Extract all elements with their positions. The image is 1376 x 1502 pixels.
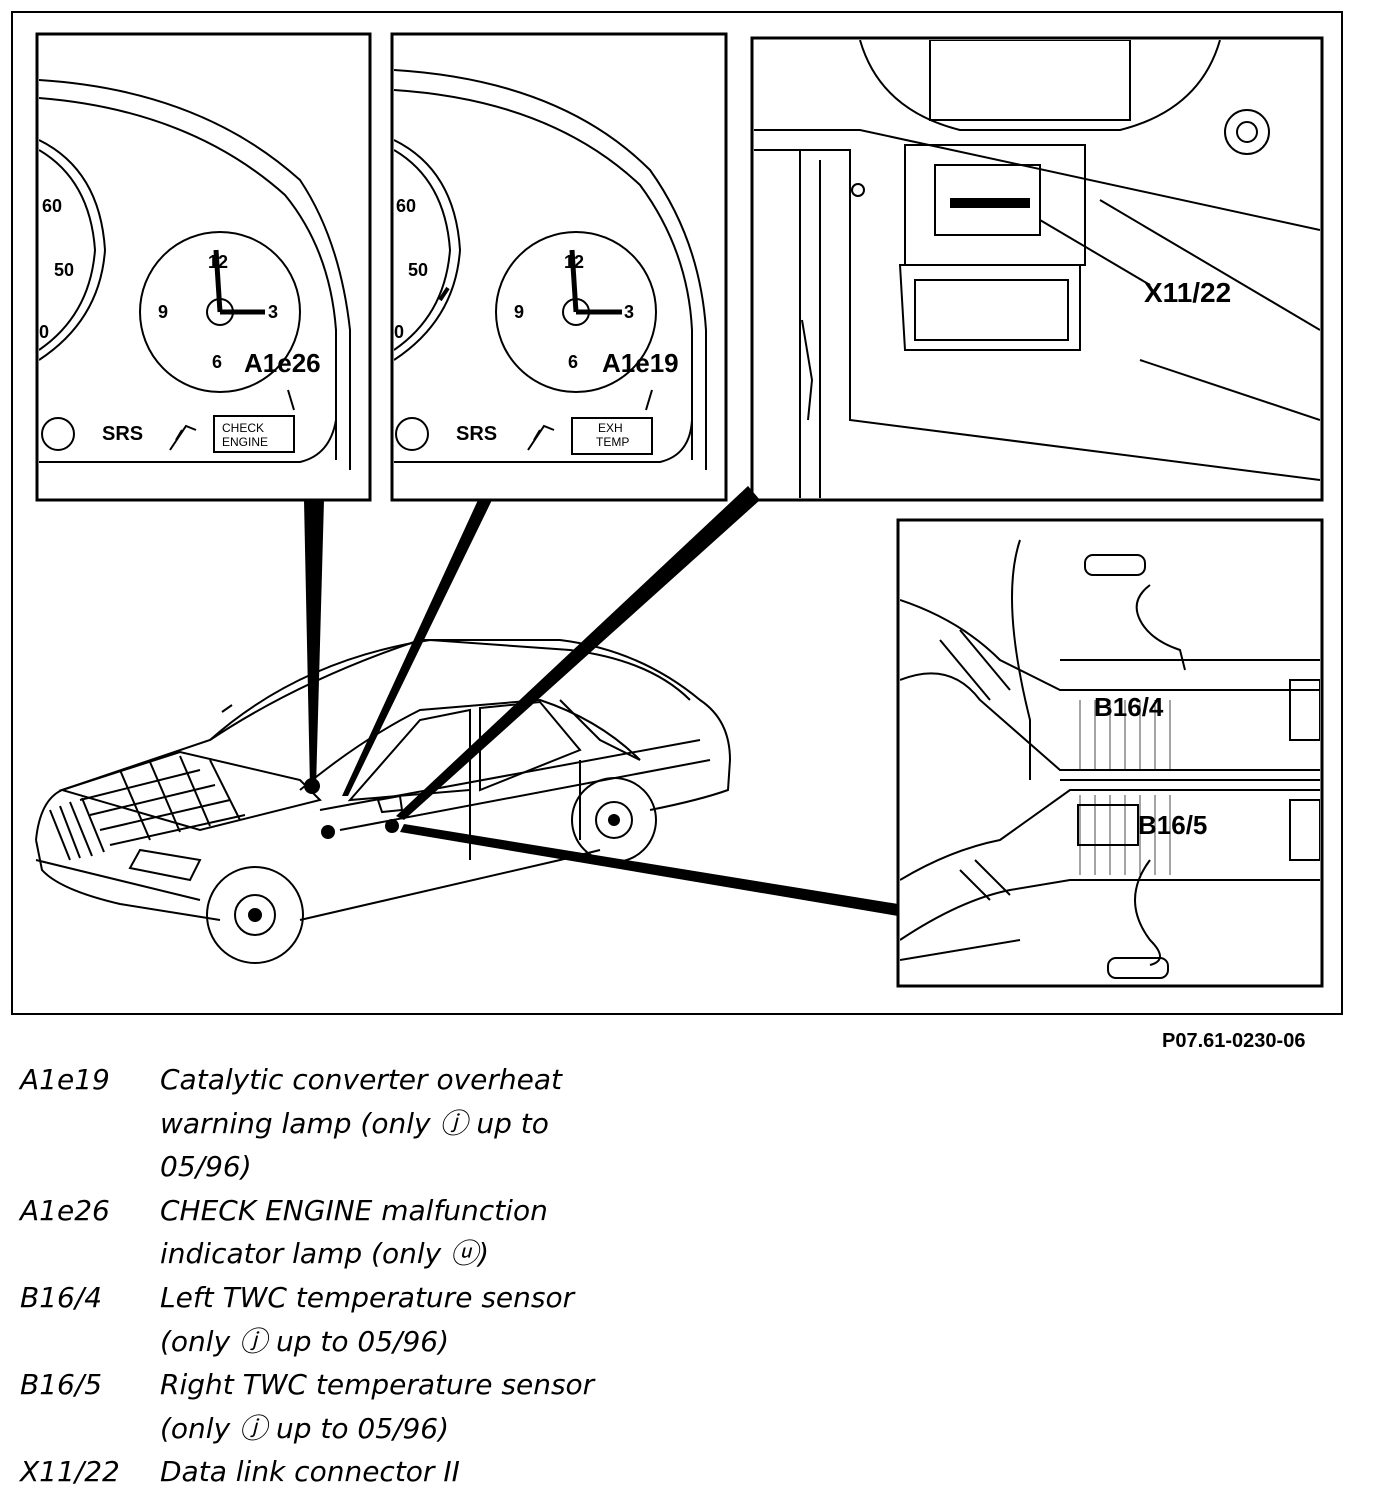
legend-line: Data link connector II (160, 1455, 460, 1489)
callout-b16-4: B16/4 (1094, 692, 1164, 722)
srs-label: SRS (456, 423, 497, 445)
sensor-panel-b16: B16/4 B16/5 (896, 518, 1324, 988)
outer-frame (11, 11, 1343, 1015)
legend-description: CHECK ENGINE malfunction indicator lamp … (160, 1189, 740, 1276)
speed-tick-0: 0 (39, 322, 49, 342)
clock-tick-3: 3 (624, 302, 634, 322)
legend-item-b16-4: B16/4 Left TWC temperature sensor (only … (20, 1276, 740, 1363)
legend-line: (only ⓙ up to 05/96) (160, 1411, 449, 1445)
speed-tick-0: 0 (394, 322, 404, 342)
exh-lamp-label-2: TEMP (596, 435, 629, 449)
legend-description: Left TWC temperature sensor (only ⓙ up t… (160, 1276, 740, 1363)
callout-a1e26: A1e26 (244, 348, 321, 378)
cluster-panel-a1e26: 60 50 0 12 3 6 9 A1e26 SRS CHECK ENGINE (35, 32, 372, 502)
legend-line: Right TWC temperature sensor (160, 1368, 595, 1402)
legend-line: (only ⓙ up to 05/96) (160, 1324, 449, 1358)
check-lamp-label-2: ENGINE (222, 435, 268, 449)
legend-code: A1e26 (20, 1193, 110, 1227)
legend-line: Catalytic converter overheat (160, 1063, 562, 1096)
speed-tick-50: 50 (54, 260, 74, 280)
speed-tick-60: 60 (396, 196, 416, 216)
legend-description: Data link connector II (160, 1450, 740, 1494)
legend-item-a1e26: A1e26 CHECK ENGINE malfunction indicator… (20, 1189, 740, 1276)
clock-tick-3: 3 (268, 302, 278, 322)
legend-line: 05/96) (160, 1150, 252, 1184)
legend-code: A1e19 (20, 1063, 110, 1096)
legend-item-a1e19: A1e19 Catalytic converter overheat warni… (20, 1058, 740, 1189)
legend-code: B16/5 (20, 1368, 103, 1402)
check-lamp-label-1: CHECK (222, 421, 264, 435)
callout-a1e19: A1e19 (602, 348, 679, 378)
legend-line: warning lamp (only ⓙ up to (160, 1106, 549, 1140)
callout-x11-22: X11/22 (1144, 277, 1231, 308)
cluster-panel-a1e19: 60 50 0 12 3 6 9 A1e19 SRS EXH TEMP (390, 32, 728, 502)
location-markers (304, 778, 399, 839)
legend-description: Right TWC temperature sensor (only ⓙ up … (160, 1363, 740, 1450)
legend-line: indicator lamp (only ⓤ) (160, 1237, 490, 1271)
component-location-diagram: 60 50 0 12 3 6 9 A1e26 SRS CHECK ENGINE (11, 11, 1343, 1015)
figure-reference-code: P07.61-0230-06 (1162, 1030, 1306, 1052)
legend-item-b16-5: B16/5 Right TWC temperature sensor (only… (20, 1363, 740, 1450)
legend-item-x11-22: X11/22 Data link connector II (20, 1450, 740, 1494)
car-illustration (35, 638, 732, 964)
callout-b16-5: B16/5 (1138, 810, 1207, 840)
legend-line: CHECK ENGINE malfunction (160, 1193, 548, 1227)
speed-tick-60: 60 (42, 196, 62, 216)
clock-tick-12: 12 (564, 252, 584, 272)
component-legend: A1e19 Catalytic converter overheat warni… (20, 1058, 740, 1494)
connector-panel-x11-22: X11/22 (750, 36, 1324, 502)
legend-line: Left TWC temperature sensor (160, 1280, 575, 1314)
legend-description: Catalytic converter overheat warning lam… (160, 1058, 740, 1189)
clock-tick-6: 6 (568, 352, 578, 372)
srs-label: SRS (102, 423, 143, 445)
legend-code: B16/4 (20, 1280, 103, 1314)
leader-lines (304, 486, 898, 916)
legend-code: X11/22 (20, 1455, 120, 1489)
clock-tick-12: 12 (208, 252, 228, 272)
clock-tick-9: 9 (158, 302, 168, 322)
exh-lamp-label-1: EXH (598, 421, 623, 435)
clock-tick-9: 9 (514, 302, 524, 322)
clock-tick-6: 6 (212, 352, 222, 372)
speed-tick-50: 50 (408, 260, 428, 280)
